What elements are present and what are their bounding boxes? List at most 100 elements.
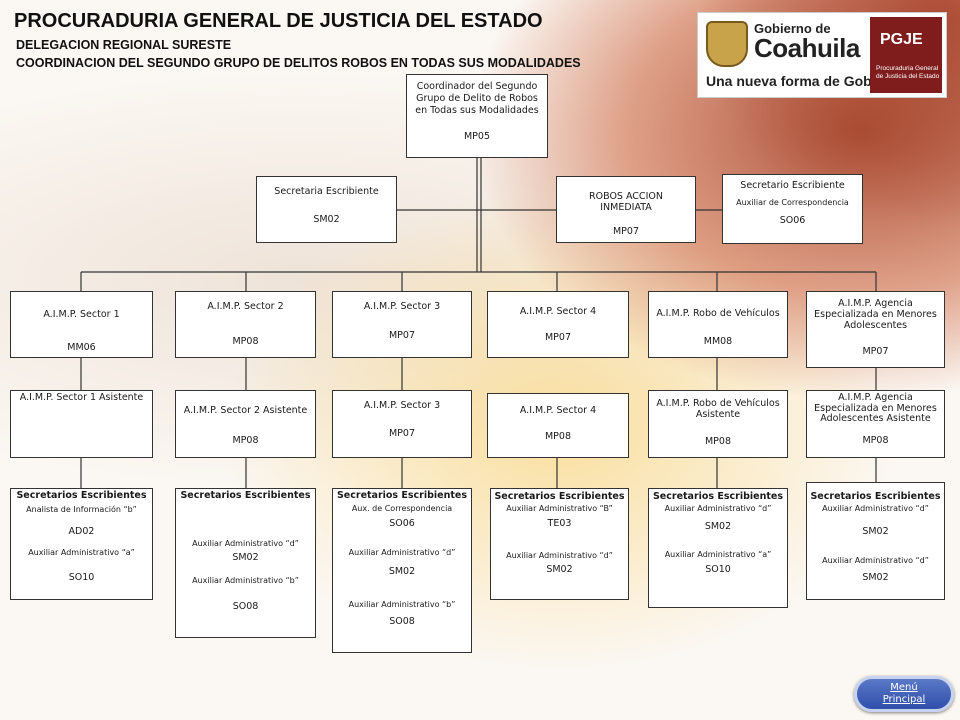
coordinator-title-line1: Coordinador del Segundo	[416, 81, 538, 92]
row3-col1-header: Secretarios Escribientes	[16, 490, 147, 501]
row1-sector3-title: A.I.M.P. Sector 3	[363, 301, 441, 312]
menu-principal-button[interactable]: Menú Principal	[854, 676, 954, 712]
row3-col5-role2: Auxiliar Administrativo “a”	[664, 550, 772, 559]
row3-col1-role2: Auxiliar Administrativo “a”	[28, 548, 135, 557]
row2-sector3-code: MP07	[388, 428, 415, 439]
row3-secretarios-sector1-box: Secretarios Escribientes Analista de Inf…	[10, 488, 153, 600]
row3-col4-role2: Auxiliar Administrativo “d”	[506, 551, 613, 560]
row3-col3-role2: Auxiliar Administrativo “d”	[348, 548, 456, 557]
row1-menores-box: A.I.M.P. Agencia Especializada en Menore…	[806, 291, 945, 368]
secretario-code: SO06	[779, 215, 806, 226]
row2-sector2-code: MP08	[232, 435, 259, 446]
pgje-acronym: PGJE	[880, 31, 923, 48]
secretario-escribiente-box: Secretario Escribiente Auxiliar de Corre…	[722, 174, 863, 244]
row2-robo-vehiculos-title-line2: Asistente	[695, 409, 741, 420]
row2-sector3-title: A.I.M.P. Sector 3	[363, 400, 441, 411]
coahuila-seal-icon	[706, 21, 748, 67]
row3-col2-role1: Auxiliar Administrativo “d”	[192, 539, 299, 548]
row3-col1-role1: Analista de Información “b”	[26, 505, 137, 514]
row1-menores-title-line2: Especializada en Menores	[814, 309, 937, 320]
row1-menores-title-line3: Adolescentes	[843, 320, 908, 331]
row1-sector3-box: A.I.M.P. Sector 3 MP07	[332, 291, 472, 358]
row3-col5-code2: SO10	[705, 564, 731, 575]
row2-robo-vehiculos-asistente-box: A.I.M.P. Robo de Vehículos Asistente MP0…	[648, 390, 788, 458]
coordinator-code: MP05	[463, 131, 490, 142]
logo-gobierno-text: Gobierno de	[754, 21, 831, 36]
row3-col3-header: Secretarios Escribientes	[336, 490, 468, 501]
row3-col2-header: Secretarios Escribientes	[180, 490, 311, 501]
row3-col5-header: Secretarios Escribientes	[652, 491, 784, 502]
row3-secretarios-sector3-box: Secretarios Escribientes Aux. de Corresp…	[332, 488, 472, 653]
secretario-subtitle: Auxiliar de Correspondencia	[736, 198, 849, 207]
row1-robo-vehiculos-box: A.I.M.P. Robo de Vehículos MM08	[648, 291, 788, 358]
row3-secretarios-sector2-box: Secretarios Escribientes Auxiliar Admini…	[175, 488, 316, 638]
pgje-fullname: Procuraduria General de Justicia del Est…	[876, 65, 940, 80]
robos-accion-inmediata-box: ROBOS ACCION INMEDIATA MP07	[556, 176, 696, 243]
row1-sector4-box: A.I.M.P. Sector 4 MP07	[487, 291, 629, 358]
page-subtitle-delegacion: DELEGACION REGIONAL SURESTE	[16, 38, 232, 52]
menu-principal-label-line2[interactable]: Principal	[882, 694, 926, 705]
row3-col4-header: Secretarios Escribientes	[494, 491, 625, 502]
page-subtitle-coordinacion: COORDINACION DEL SEGUNDO GRUPO DE DELITO…	[16, 56, 581, 70]
row1-sector4-code: MP07	[544, 332, 571, 343]
secretario-title: Secretario Escribiente	[740, 180, 845, 191]
row3-col4-code1: TE03	[547, 518, 572, 529]
row1-sector1-title: A.I.M.P. Sector 1	[43, 309, 120, 320]
row3-col6-code2: SM02	[862, 572, 889, 583]
row3-col5-role1: Auxiliar Administrativo “d”	[664, 504, 772, 513]
row3-col4-code2: SM02	[546, 564, 573, 575]
row3-secretarios-menores-box: Secretarios Escribientes Auxiliar Admini…	[806, 482, 945, 600]
row3-col3-code2: SM02	[388, 566, 416, 577]
row1-robo-vehiculos-code: MM08	[703, 336, 733, 347]
row2-menores-title-line3: Adolescentes Asistente	[820, 413, 931, 424]
row2-sector3-box: A.I.M.P. Sector 3 MP07	[332, 390, 472, 458]
row2-sector2-title: A.I.M.P. Sector 2 Asistente	[183, 405, 308, 416]
row3-col6-role1: Auxiliar Administrativo “d”	[822, 504, 929, 513]
logo-tagline-text: Una nueva forma de Gobernar	[706, 73, 907, 89]
row3-col6-code1: SM02	[862, 526, 889, 537]
row3-col5-code1: SM02	[704, 521, 732, 532]
row2-menores-title-line2: Especializada en Menores	[814, 403, 937, 414]
page-title: PROCURADURIA GENERAL DE JUSTICIA DEL EST…	[14, 10, 543, 32]
row3-col1-code2: SO10	[68, 572, 95, 583]
row2-robo-vehiculos-code: MP08	[704, 436, 731, 447]
row3-col4-role1: Auxiliar Administrativo “B”	[506, 504, 613, 513]
row2-sector4-title: A.I.M.P. Sector 4	[519, 405, 597, 416]
row1-sector2-code: MP08	[232, 336, 259, 347]
row2-menores-asistente-box: A.I.M.P. Agencia Especializada en Menore…	[806, 390, 945, 458]
row2-menores-code: MP08	[862, 435, 889, 446]
menu-principal-label-line1[interactable]: Menú	[890, 682, 918, 693]
row3-col2-code1: SM02	[232, 552, 259, 563]
coordinator-title-line3: en Todas sus Modalidades	[415, 105, 539, 116]
row2-menores-title-line1: A.I.M.P. Agencia	[838, 392, 913, 403]
row3-col2-role2: Auxiliar Administrativo “b”	[192, 576, 299, 585]
coordinator-title-line2: Grupo de Delito de Robos	[416, 93, 538, 104]
row1-sector2-box: A.I.M.P. Sector 2 MP08	[175, 291, 316, 358]
row3-col3-role1: Aux. de Correspondencia	[351, 504, 453, 513]
row2-sector2-asistente-box: A.I.M.P. Sector 2 Asistente MP08	[175, 390, 316, 458]
secretaria-code: SM02	[313, 214, 340, 225]
row2-sector1-asistente-box: A.I.M.P. Sector 1 Asistente	[10, 390, 153, 458]
robos-code: MP07	[612, 226, 639, 237]
row1-sector1-box: A.I.M.P. Sector 1 MM06	[10, 291, 153, 358]
secretaria-title: Secretaria Escribiente	[274, 186, 379, 197]
row2-sector1-title: A.I.M.P. Sector 1 Asistente	[19, 392, 144, 403]
row1-robo-vehiculos-title: A.I.M.P. Robo de Vehículos	[656, 308, 780, 319]
row1-menores-code: MP07	[862, 346, 889, 357]
row2-sector4-code: MP08	[544, 431, 571, 442]
robos-title-line2: INMEDIATA	[600, 202, 652, 213]
row3-col2-code2: SO08	[232, 601, 259, 612]
row3-col3-code3: SO08	[389, 616, 415, 627]
coahuila-pgje-logo: Gobierno de Coahuila Una nueva forma de …	[697, 12, 947, 98]
row2-robo-vehiculos-title-line1: A.I.M.P. Robo de Vehículos	[656, 398, 780, 409]
row1-sector4-title: A.I.M.P. Sector 4	[519, 306, 597, 317]
pgje-badge: PGJE Procuraduria General de Justicia de…	[870, 17, 942, 93]
row3-col3-code1: SO06	[389, 518, 415, 529]
row1-sector1-code: MM06	[67, 342, 96, 353]
row1-sector2-title: A.I.M.P. Sector 2	[207, 301, 284, 312]
row1-sector3-code: MP07	[388, 330, 415, 341]
robos-title-line1: ROBOS ACCION	[589, 191, 663, 202]
row2-sector4-box: A.I.M.P. Sector 4 MP08	[487, 393, 629, 458]
row1-menores-title-line1: A.I.M.P. Agencia	[838, 298, 913, 309]
